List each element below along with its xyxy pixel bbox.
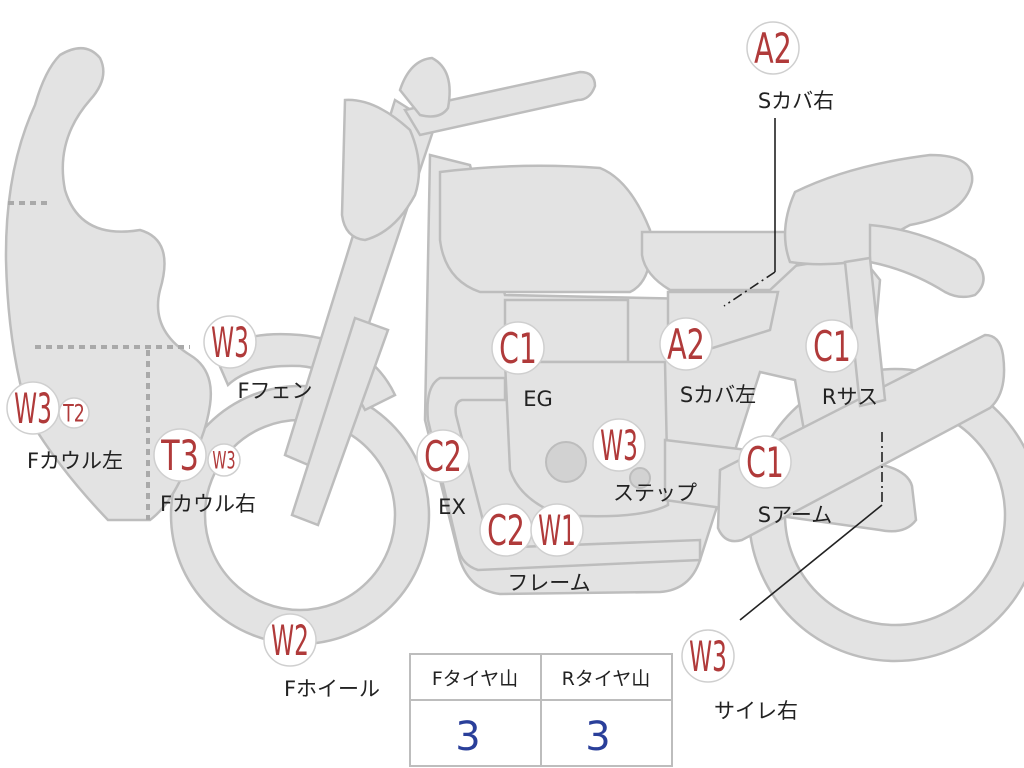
damage-code: C1 xyxy=(499,324,537,373)
damage-code: C1 xyxy=(813,322,851,371)
marker-badge xyxy=(592,418,646,472)
part-label: ステップ xyxy=(613,481,697,505)
damage-marker: W1 フレーム xyxy=(507,503,591,595)
seat xyxy=(783,153,974,266)
marker-badge xyxy=(738,435,792,489)
damage-code: W3 xyxy=(211,318,249,367)
headlight xyxy=(340,98,421,242)
damage-code: T2 xyxy=(62,400,85,428)
damage-code: W3 xyxy=(14,384,52,433)
tail-cowl xyxy=(868,223,985,299)
rear-tire-value: 3 xyxy=(585,714,610,760)
front-tire-header: Fタイヤ山 xyxy=(432,668,518,690)
marker-badge xyxy=(207,443,241,477)
marker-badge xyxy=(530,503,584,557)
part-label: フレーム xyxy=(507,571,590,595)
marker-badge xyxy=(491,321,545,375)
damage-code: W2 xyxy=(271,616,309,665)
part-label: Fカウル右 xyxy=(160,492,256,516)
damage-code: A2 xyxy=(754,24,792,73)
damage-marker: C2 xyxy=(479,503,533,557)
part-label: Fホイール xyxy=(284,677,380,701)
exhaust-pipe xyxy=(426,376,702,572)
marker-badge xyxy=(58,397,90,429)
front-tire-value: 3 xyxy=(455,714,480,760)
marker-badge xyxy=(746,21,800,75)
damage-code: W1 xyxy=(538,506,576,555)
part-label: Fカウル左 xyxy=(27,449,123,473)
part-label: Fフェン xyxy=(237,379,312,403)
damage-code: W3 xyxy=(689,632,727,681)
leader-lines xyxy=(723,118,883,621)
damage-code: C2 xyxy=(424,432,462,481)
damage-code: W3 xyxy=(212,447,235,475)
damage-code: T3 xyxy=(160,431,199,480)
marker-badge xyxy=(153,428,207,482)
marker-badge xyxy=(659,317,713,371)
damage-marker: W3 xyxy=(6,381,60,435)
marker-badge xyxy=(263,613,317,667)
marker-badge xyxy=(6,381,60,435)
part-label: EG xyxy=(523,387,553,411)
part-label: Sカバ右 xyxy=(758,89,834,113)
handlebar xyxy=(403,70,597,137)
part-label: Sカバ左 xyxy=(680,383,756,407)
marker-badge xyxy=(805,319,859,373)
damage-code: C1 xyxy=(746,438,784,487)
damage-code: W3 xyxy=(600,421,638,470)
marker-badge xyxy=(416,429,470,483)
part-label: Sアーム xyxy=(758,503,832,527)
side-cover xyxy=(640,230,806,292)
damage-code: A2 xyxy=(667,320,705,369)
damage-marker: W3 ステップ xyxy=(592,418,697,505)
part-label: Rサス xyxy=(822,385,878,409)
damage-marker: T3 xyxy=(153,428,207,482)
damage-marker: W3 サイレ右 xyxy=(681,629,798,723)
marker-badge xyxy=(681,629,735,683)
fuel-tank xyxy=(438,164,652,294)
marker-badge xyxy=(203,315,257,369)
part-label: サイレ右 xyxy=(714,699,798,723)
muffler xyxy=(716,333,1006,543)
damage-code: C2 xyxy=(487,506,525,555)
part-label: EX xyxy=(438,495,466,519)
tire-tread-table: Fタイヤ山 Rタイヤ山 3 3 xyxy=(409,653,673,767)
rear-tire-header: Rタイヤ山 xyxy=(562,668,651,690)
